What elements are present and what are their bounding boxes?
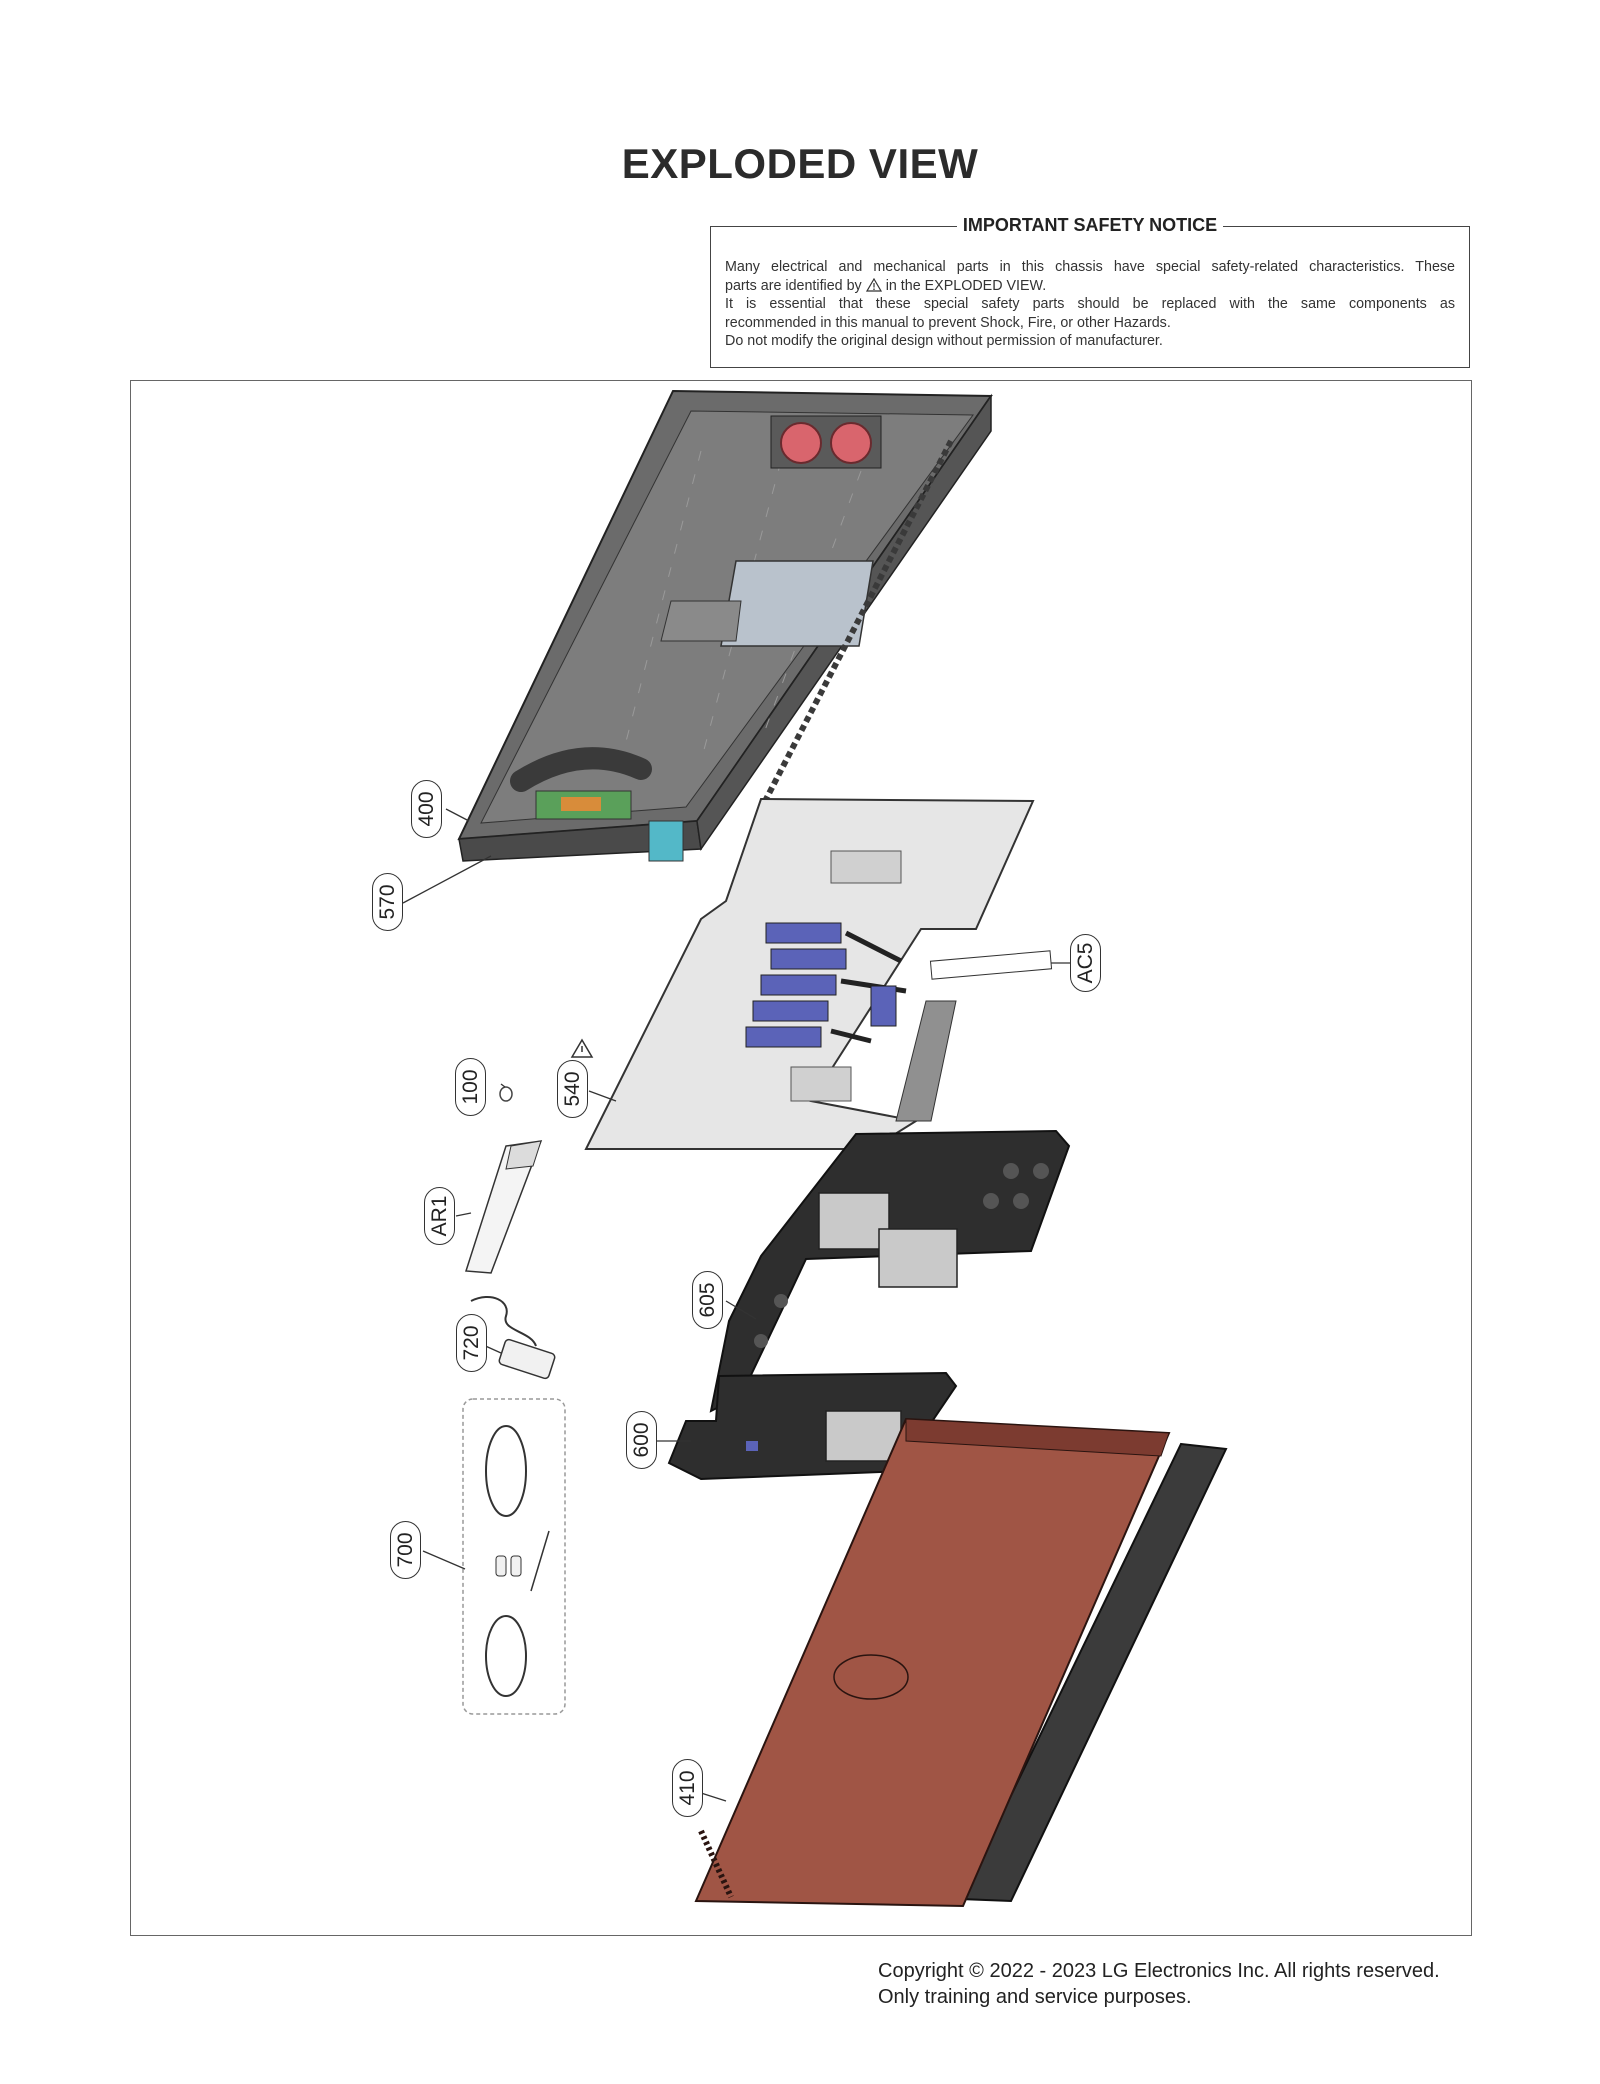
copyright-line: Copyright © 2022 - 2023 LG Electronics I… (878, 1960, 1440, 1982)
notice-line-1: Many electrical and mechanical parts in … (725, 259, 1455, 275)
notice-line-4: recommended in this manual to prevent Sh… (725, 314, 1171, 331)
safety-notice-body: Many electrical and mechanical parts in … (725, 258, 1455, 351)
safety-notice: IMPORTANT SAFETY NOTICE Many electrical … (710, 215, 1470, 368)
safety-notice-title: IMPORTANT SAFETY NOTICE (711, 215, 1469, 236)
callout-605: 605 (692, 1271, 723, 1329)
diagram-frame: 400 570 AC5 100 540 AR1 605 720 600 700 … (130, 380, 1472, 1936)
callout-700: 700 (390, 1521, 421, 1579)
small-parts (462, 1038, 594, 1715)
copyright-footer: Copyright © 2022 - 2023 LG Electronics I… (878, 1958, 1440, 2010)
callout-540: 540 (557, 1060, 588, 1118)
cables-700-group-box (462, 1398, 566, 1715)
exploded-view-diagram (402, 389, 1228, 1908)
callout-570: 570 (372, 873, 403, 931)
callout-ac5: AC5 (1070, 934, 1101, 992)
callout-ar1: AR1 (424, 1187, 455, 1245)
callout-720: 720 (456, 1314, 487, 1372)
remote-control-part (464, 1140, 543, 1274)
main-board-part (584, 797, 1053, 1150)
lower-shield-part (667, 1371, 958, 1481)
front-cover-part (694, 1417, 1228, 1908)
notice-line-3: It is essential that these special safet… (725, 296, 1455, 313)
callout-400: 400 (411, 780, 442, 838)
cable-coil-lower (485, 1615, 527, 1697)
cable-720-part (470, 1296, 556, 1380)
callout-410: 410 (672, 1759, 703, 1817)
ferrite-core-2 (510, 1555, 522, 1577)
callout-600: 600 (626, 1411, 657, 1469)
part-100-ring (499, 1086, 513, 1102)
ferrite-core-1 (495, 1555, 507, 1577)
cable-coil-upper (485, 1425, 527, 1517)
callout-100: 100 (455, 1058, 486, 1116)
group-separator (530, 1530, 550, 1592)
usage-line: Only training and service purposes. (878, 1986, 1192, 2008)
chassis-tray-part (457, 389, 993, 862)
page-title: EXPLODED VIEW (621, 140, 979, 187)
warning-triangle-icon (865, 277, 882, 292)
shield-plate-part (709, 1129, 1071, 1413)
safety-mark-icon (570, 1038, 594, 1058)
notice-line-5: Do not modify the original design withou… (725, 333, 1163, 350)
leader-lines (402, 808, 1071, 1802)
